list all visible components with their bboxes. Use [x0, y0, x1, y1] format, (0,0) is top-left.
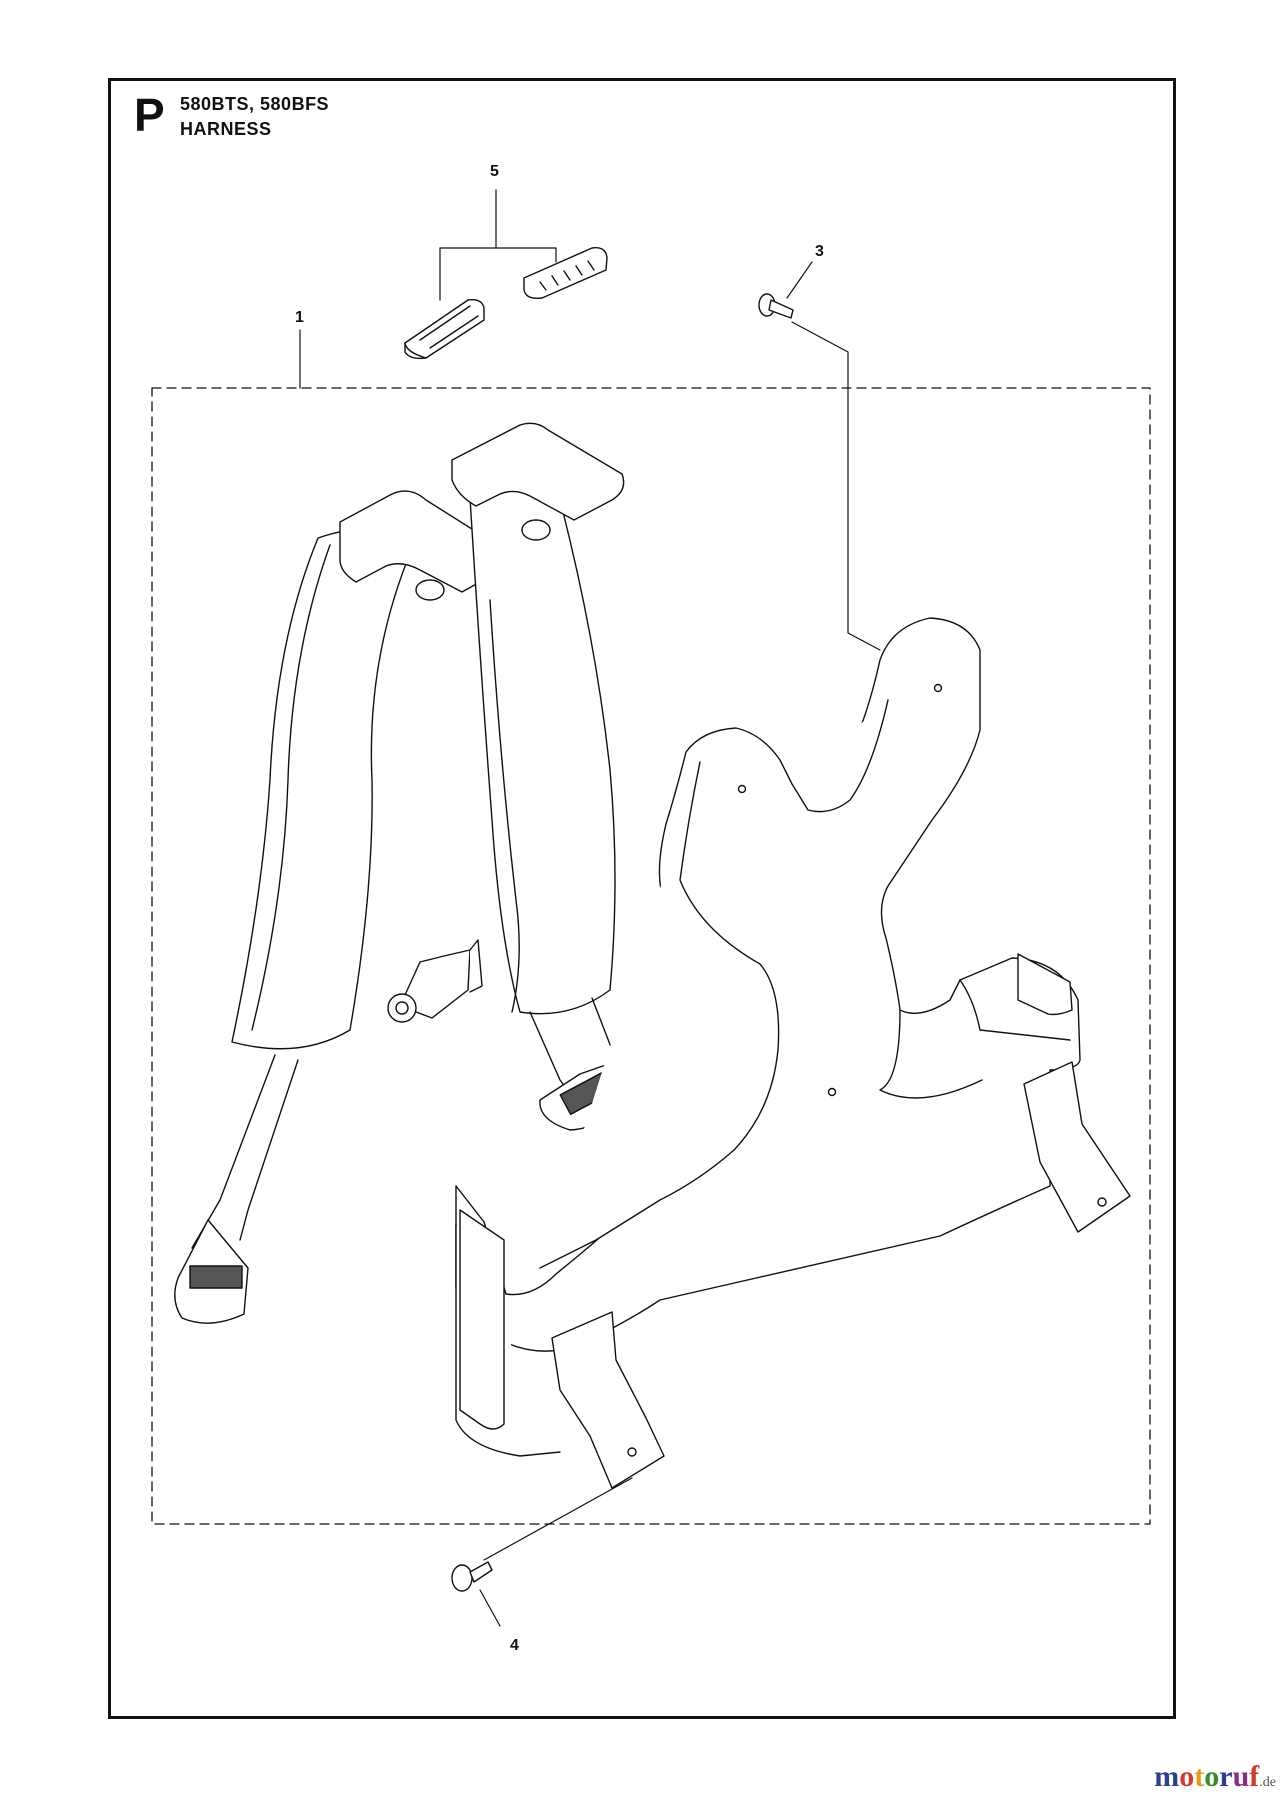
leader-line-4-down [479, 1589, 501, 1627]
back-pad-frame [455, 617, 1081, 1457]
right-lower-mount-bracket [1017, 953, 1131, 1233]
leader-line-3-to-pad [791, 321, 881, 651]
watermark-letter: f [1249, 1760, 1260, 1793]
watermark-letter: t [1194, 1760, 1205, 1793]
center-chest-buckle [387, 939, 483, 1023]
left-shoulder-strap [174, 527, 419, 1324]
watermark-letter: o [1204, 1760, 1220, 1793]
screw-part-3 [758, 293, 794, 319]
right-shoulder-strap [469, 489, 629, 1131]
watermark-letter: m [1154, 1760, 1180, 1793]
buckle-part-5-right [523, 247, 608, 300]
callout-label-1: 1 [295, 309, 304, 326]
screw-part-4 [451, 1561, 493, 1592]
watermark-letter: u [1232, 1760, 1250, 1793]
leader-line-4 [483, 1477, 633, 1561]
left-lower-mount-bracket [459, 1209, 665, 1489]
right-strap-loop [451, 422, 625, 541]
drawing-frame [108, 78, 1176, 1719]
site-watermark-logo: motoruf.de [1154, 1762, 1276, 1792]
assembly-title: HARNESS [180, 119, 272, 139]
watermark-letter: o [1179, 1760, 1195, 1793]
model-numbers: 580BTS, 580BFS [180, 94, 330, 114]
leader-line-5 [439, 189, 557, 301]
leader-line-3 [786, 261, 813, 299]
callout-label-4: 4 [510, 1637, 519, 1654]
buckle-part-5-left [404, 298, 485, 360]
watermark-letter: r [1219, 1760, 1233, 1793]
watermark-suffix: .de [1259, 1775, 1276, 1790]
callout-label-5: 5 [490, 163, 499, 180]
part-1-group-box [151, 387, 1151, 1525]
left-strap-loop [339, 490, 507, 601]
section-letter: P [134, 89, 165, 141]
callout-label-3: 3 [815, 243, 824, 260]
